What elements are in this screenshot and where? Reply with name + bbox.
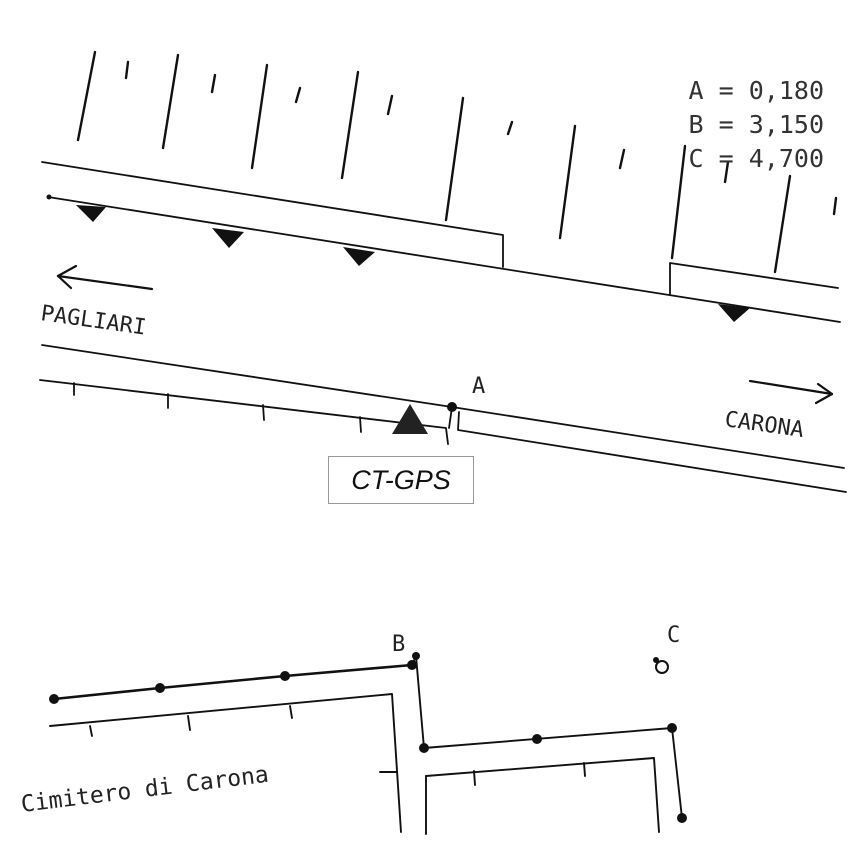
- legend-value-a: 0,180: [748, 76, 824, 105]
- legend-value-b: 3,150: [748, 110, 824, 139]
- marker-down-2: [212, 228, 244, 248]
- label-point-b: B: [392, 632, 405, 657]
- cemetery-outline: [49, 655, 683, 835]
- slope-markers: [76, 205, 750, 322]
- point-a-marker: [447, 402, 457, 412]
- upper-road: [41, 161, 841, 323]
- label-cimitero: Cimitero di Carona: [20, 762, 271, 818]
- station-label-box: CT-GPS: [328, 456, 474, 504]
- marker-down-1: [76, 205, 106, 222]
- slope-hatching: [76, 50, 838, 274]
- label-point-c: C: [667, 623, 680, 648]
- cemetery-wall-top: [52, 663, 414, 701]
- arrow-right-icon: [748, 379, 834, 405]
- legend-point-a: A: [688, 76, 704, 105]
- legend-point-c: C: [688, 144, 704, 173]
- point-c-marker: [653, 657, 669, 674]
- station-name: CT-GPS: [351, 464, 451, 495]
- marker-down-4: [718, 304, 750, 322]
- label-pagliari: PAGLIARI: [39, 301, 147, 341]
- legend-row-c: C = 4,700: [688, 144, 824, 173]
- station-triangle-icon: [392, 404, 428, 434]
- arrow-left-icon: [56, 264, 154, 291]
- label-point-a: A: [472, 374, 485, 399]
- upper-road-endpoint: [46, 194, 52, 200]
- main-road-ticks: [73, 382, 362, 433]
- marker-down-3: [343, 247, 375, 266]
- cemetery-ticks: [89, 705, 586, 786]
- legend-row-a: A = 0,180: [688, 76, 824, 105]
- legend-value-c: 4,700: [748, 144, 824, 173]
- cemetery-vertices: [49, 652, 687, 823]
- label-carona: CARONA: [723, 407, 805, 443]
- legend-point-b: B: [688, 110, 704, 139]
- legend-row-b: B = 3,150: [688, 110, 824, 139]
